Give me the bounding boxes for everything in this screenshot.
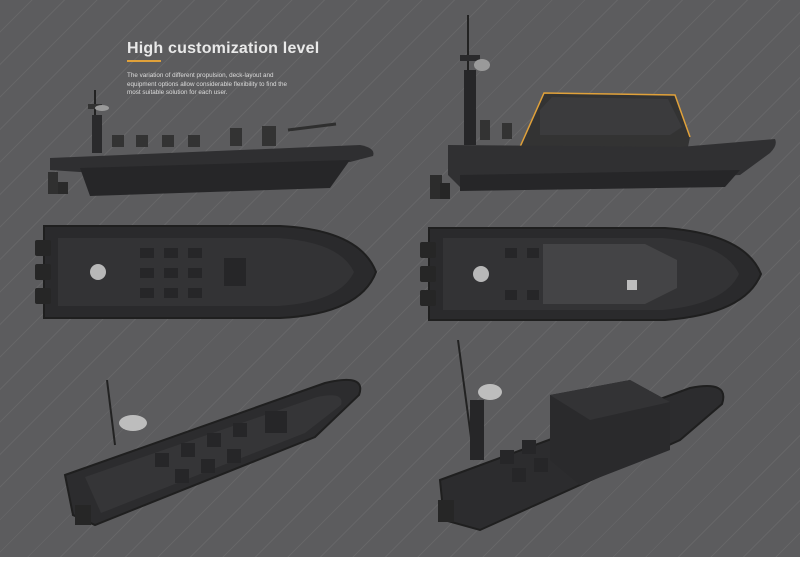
open-rib-top-icon: [30, 222, 380, 322]
bottom-band: [0, 557, 800, 567]
cabin-rib-side-icon: [420, 15, 780, 210]
title-accent-rule: [127, 60, 161, 62]
page-title: High customization level: [127, 40, 320, 57]
description-text: The variation of different propulsion, d…: [127, 72, 287, 97]
cabin-rib-perspective-icon: [430, 340, 730, 535]
open-rib-side-icon: [40, 90, 380, 215]
open-rib-perspective-icon: [55, 365, 375, 535]
cabin-rib-top-icon: [415, 224, 765, 324]
